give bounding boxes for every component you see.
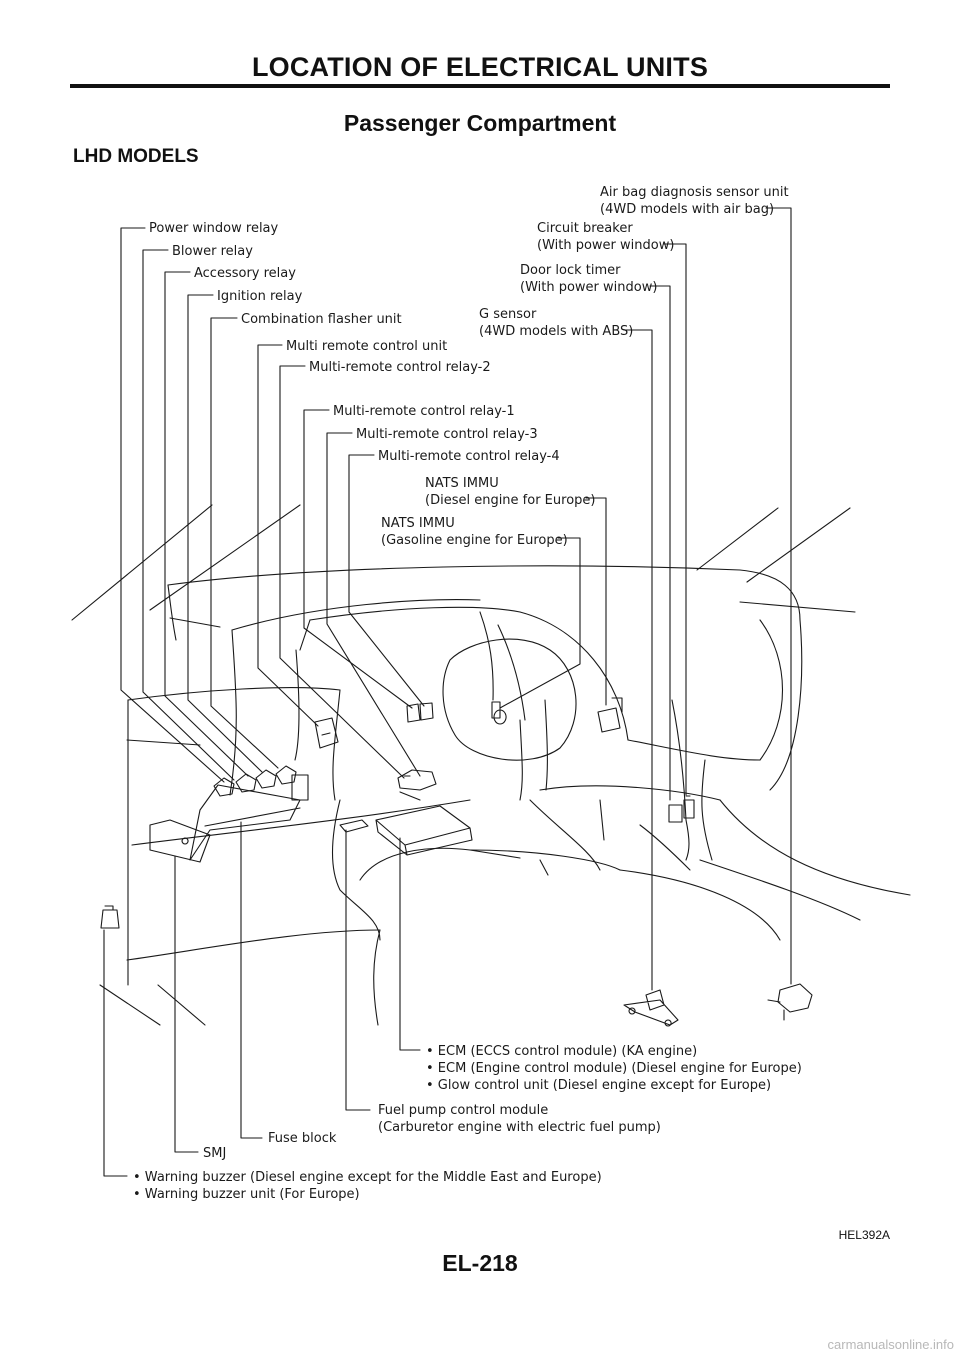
- label-multi-remote-relay-4: Multi-remote control relay-4: [378, 449, 560, 464]
- leader-lines: [103, 207, 792, 1177]
- multi-remote-relay-icon: [406, 702, 434, 723]
- label-air-bag-unit-line2: (4WD models with air bag): [600, 202, 774, 217]
- label-door-lock-timer-line1: Door lock timer: [520, 263, 621, 278]
- label-ignition-relay: Ignition relay: [217, 289, 303, 304]
- label-circuit-breaker-line2: (With power window): [537, 238, 674, 253]
- label-g-sensor-line1: G sensor: [479, 307, 537, 322]
- relay-box-icon: [149, 819, 211, 863]
- fuel-pump-module-icon: [339, 819, 369, 833]
- air-bag-sensor-icon: [767, 983, 813, 1021]
- label-nats-diesel-line2: (Diesel engine for Europe): [425, 493, 595, 508]
- label-power-window-relay: Power window relay: [149, 221, 279, 236]
- label-multi-remote-relay-3: Multi-remote control relay-3: [356, 427, 538, 442]
- label-ecm-line3: • Glow control unit (Diesel engine excep…: [426, 1078, 771, 1093]
- label-air-bag-unit-line1: Air bag diagnosis sensor unit: [600, 185, 789, 200]
- circuit-breaker-icon: [668, 795, 695, 823]
- label-smj: SMJ: [203, 1146, 226, 1161]
- component-sketches: [100, 697, 813, 1027]
- flasher-unit-icon: [314, 717, 339, 749]
- label-fuel-pump-module-line2: (Carburetor engine with electric fuel pu…: [378, 1120, 661, 1135]
- label-nats-gasoline-line2: (Gasoline engine for Europe): [381, 533, 568, 548]
- relay-cluster-icon: [213, 765, 297, 797]
- label-fuel-pump-module-line1: Fuel pump control module: [378, 1103, 548, 1118]
- label-multi-remote-control-unit: Multi remote control unit: [286, 339, 447, 354]
- page-number: EL-218: [442, 1250, 518, 1276]
- header-rule: [70, 84, 890, 88]
- multi-remote-unit-icon: [397, 769, 437, 791]
- dashboard-outline: [71, 504, 911, 1026]
- relay-block-icon: [189, 784, 301, 861]
- page-header-title: LOCATION OF ELECTRICAL UNITS: [251, 52, 709, 82]
- figure-code: HEL392A: [838, 1228, 890, 1242]
- label-combination-flasher-unit: Combination flasher unit: [241, 312, 402, 327]
- label-ecm-line2: • ECM (Engine control module) (Diesel en…: [426, 1061, 802, 1076]
- label-ecm-line1: • ECM (ECCS control module) (KA engine): [426, 1044, 697, 1059]
- watermark: carmanualsonline.info: [827, 1337, 954, 1352]
- section-title: Passenger Compartment: [343, 110, 617, 136]
- warning-buzzer-icon: [100, 905, 120, 929]
- label-multi-remote-relay-2: Multi-remote control relay-2: [309, 360, 491, 375]
- nats-immu-icon: [491, 701, 507, 725]
- label-nats-gasoline-line1: NATS IMMU: [381, 516, 455, 531]
- subsection-title: LHD MODELS: [73, 146, 199, 167]
- label-accessory-relay: Accessory relay: [194, 266, 296, 281]
- label-warning-buzzer-line2: • Warning buzzer unit (For Europe): [133, 1187, 360, 1202]
- callout-labels: Power window relay Blower relay Accessor…: [133, 185, 802, 1202]
- label-fuse-block: Fuse block: [268, 1131, 337, 1146]
- label-nats-diesel-line1: NATS IMMU: [425, 476, 499, 491]
- ecm-icon: [375, 805, 473, 856]
- fuse-block-icon: [291, 774, 309, 801]
- nats-diesel-icon: [597, 697, 623, 733]
- label-warning-buzzer-line1: • Warning buzzer (Diesel engine except f…: [133, 1170, 602, 1185]
- label-g-sensor-line2: (4WD models with ABS): [479, 324, 633, 339]
- label-door-lock-timer-line2: (With power window): [520, 280, 657, 295]
- label-blower-relay: Blower relay: [172, 244, 253, 259]
- label-circuit-breaker-line1: Circuit breaker: [537, 221, 633, 236]
- label-multi-remote-relay-1: Multi-remote control relay-1: [333, 404, 515, 419]
- g-sensor-icon: [623, 989, 679, 1027]
